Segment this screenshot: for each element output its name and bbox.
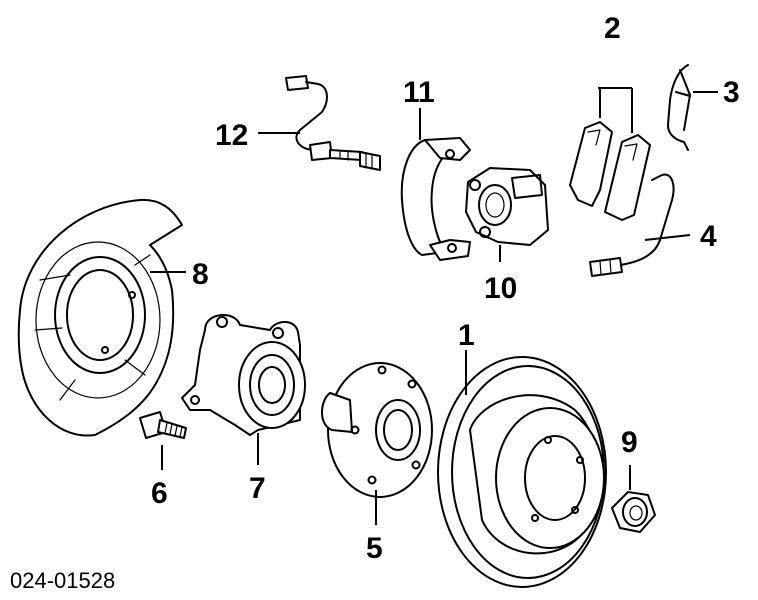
part-anti-rattle-clip: [667, 64, 691, 151]
callout-6: 6: [151, 477, 168, 510]
callout-10: 10: [484, 272, 517, 305]
part-backing-plate: [17, 198, 183, 437]
part-brake-caliper: [465, 167, 549, 246]
part-brake-rotor: [437, 356, 607, 588]
callout-9: 9: [621, 426, 638, 459]
part-brake-hose: [285, 75, 381, 171]
part-bolt: [139, 411, 187, 439]
part-caliper-carrier: [400, 137, 471, 261]
callout-12: 12: [215, 119, 248, 152]
callout-1: 1: [458, 319, 475, 352]
callout-2: 2: [604, 12, 621, 45]
leader-lines: [150, 87, 718, 525]
callout-labels: 1 2 3 4 5 6 7 8 9 10 11 12: [151, 12, 740, 565]
part-lug-nut: [611, 491, 656, 533]
callout-11: 11: [403, 76, 435, 109]
part-wheel-hub: [321, 362, 433, 498]
callout-8: 8: [192, 258, 209, 291]
document-number: 024-01528: [10, 568, 115, 593]
callout-4: 4: [700, 220, 717, 253]
part-bearing-housing: [181, 314, 306, 436]
callout-7: 7: [249, 472, 266, 505]
part-brake-pads: [569, 121, 651, 221]
callout-5: 5: [366, 532, 383, 565]
callout-3: 3: [723, 76, 740, 109]
part-wear-sensor: [589, 173, 675, 277]
